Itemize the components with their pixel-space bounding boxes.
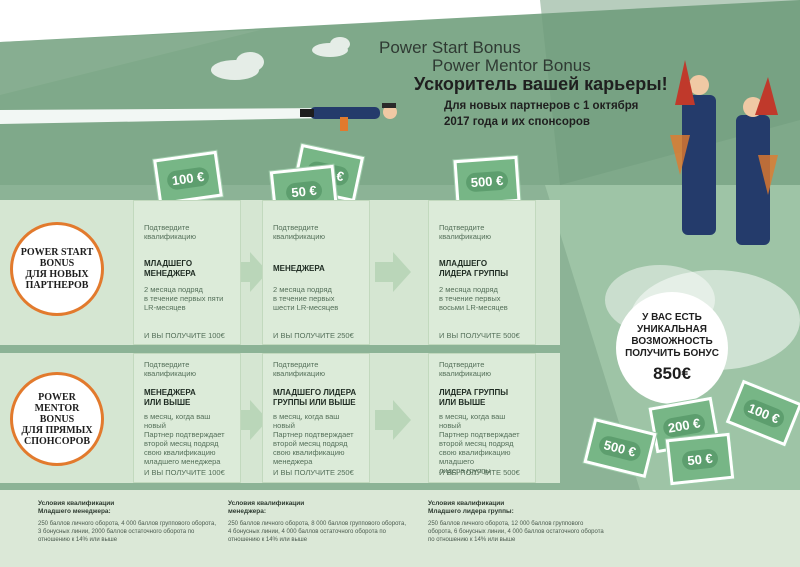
bonus-850-circle: У ВАС ЕСТЬ УНИКАЛЬНАЯ ВОЗМОЖНОСТЬ ПОЛУЧИ… <box>616 292 728 404</box>
bonus-message: У ВАС ЕСТЬ УНИКАЛЬНАЯ ВОЗМОЖНОСТЬ ПОЛУЧИ… <box>625 312 719 359</box>
headline: Ускоритель вашей карьеры! <box>414 74 668 94</box>
bill-50-bottom: 50 € <box>665 432 735 486</box>
card-junior-group-leader: Подтвердите квалификацию МЛАДШЕГО ЛИДЕРА… <box>428 200 536 345</box>
arrow-right-icon <box>375 252 411 292</box>
card-manager: Подтвердите квалификацию МЕНЕДЖЕРА 2 мес… <box>262 200 370 345</box>
rocket-businessmen-icon <box>670 60 778 245</box>
card-manager-or-higher: Подтвердите квалификацию МЕНЕДЖЕРА ИЛИ В… <box>133 353 241 483</box>
subheadline: Для новых партнеров с 1 октября 2017 год… <box>444 100 639 128</box>
power-mentor-title: Power Mentor Bonus <box>432 56 591 75</box>
power-start-circle: POWER START BONUS ДЛЯ НОВЫХ ПАРТНЕРОВ <box>10 222 104 316</box>
qualification-footer: Условия квалификации Младшего менеджера:… <box>0 490 800 567</box>
bonus-amount: 850€ <box>653 364 691 383</box>
power-mentor-circle: POWER MENTOR BONUS ДЛЯ ПРЯМЫХ СПОНСОРОВ <box>10 372 104 466</box>
flying-businessman-icon <box>300 103 397 131</box>
footer-col-manager: Условия квалификации менеджера: 250 балл… <box>228 500 406 543</box>
cloud-icon <box>211 52 264 80</box>
footer-col-junior-manager: Условия квалификации Младшего менеджера:… <box>38 500 216 543</box>
power-start-title: Power Start Bonus <box>379 38 521 57</box>
card-group-leader-or-higher: Подтвердите квалификацию ЛИДЕРА ГРУППЫ И… <box>428 353 536 483</box>
arrow-right-icon <box>375 400 411 440</box>
footer-col-junior-group-leader: Условия квалификации Младшего лидера гру… <box>428 500 604 543</box>
card-junior-group-leader-or-higher: Подтвердите квалификацию МЛАДШЕГО ЛИДЕРА… <box>262 353 370 483</box>
card-junior-manager: Подтвердите квалификацию МЛАДШЕГО МЕНЕДЖ… <box>133 200 241 345</box>
